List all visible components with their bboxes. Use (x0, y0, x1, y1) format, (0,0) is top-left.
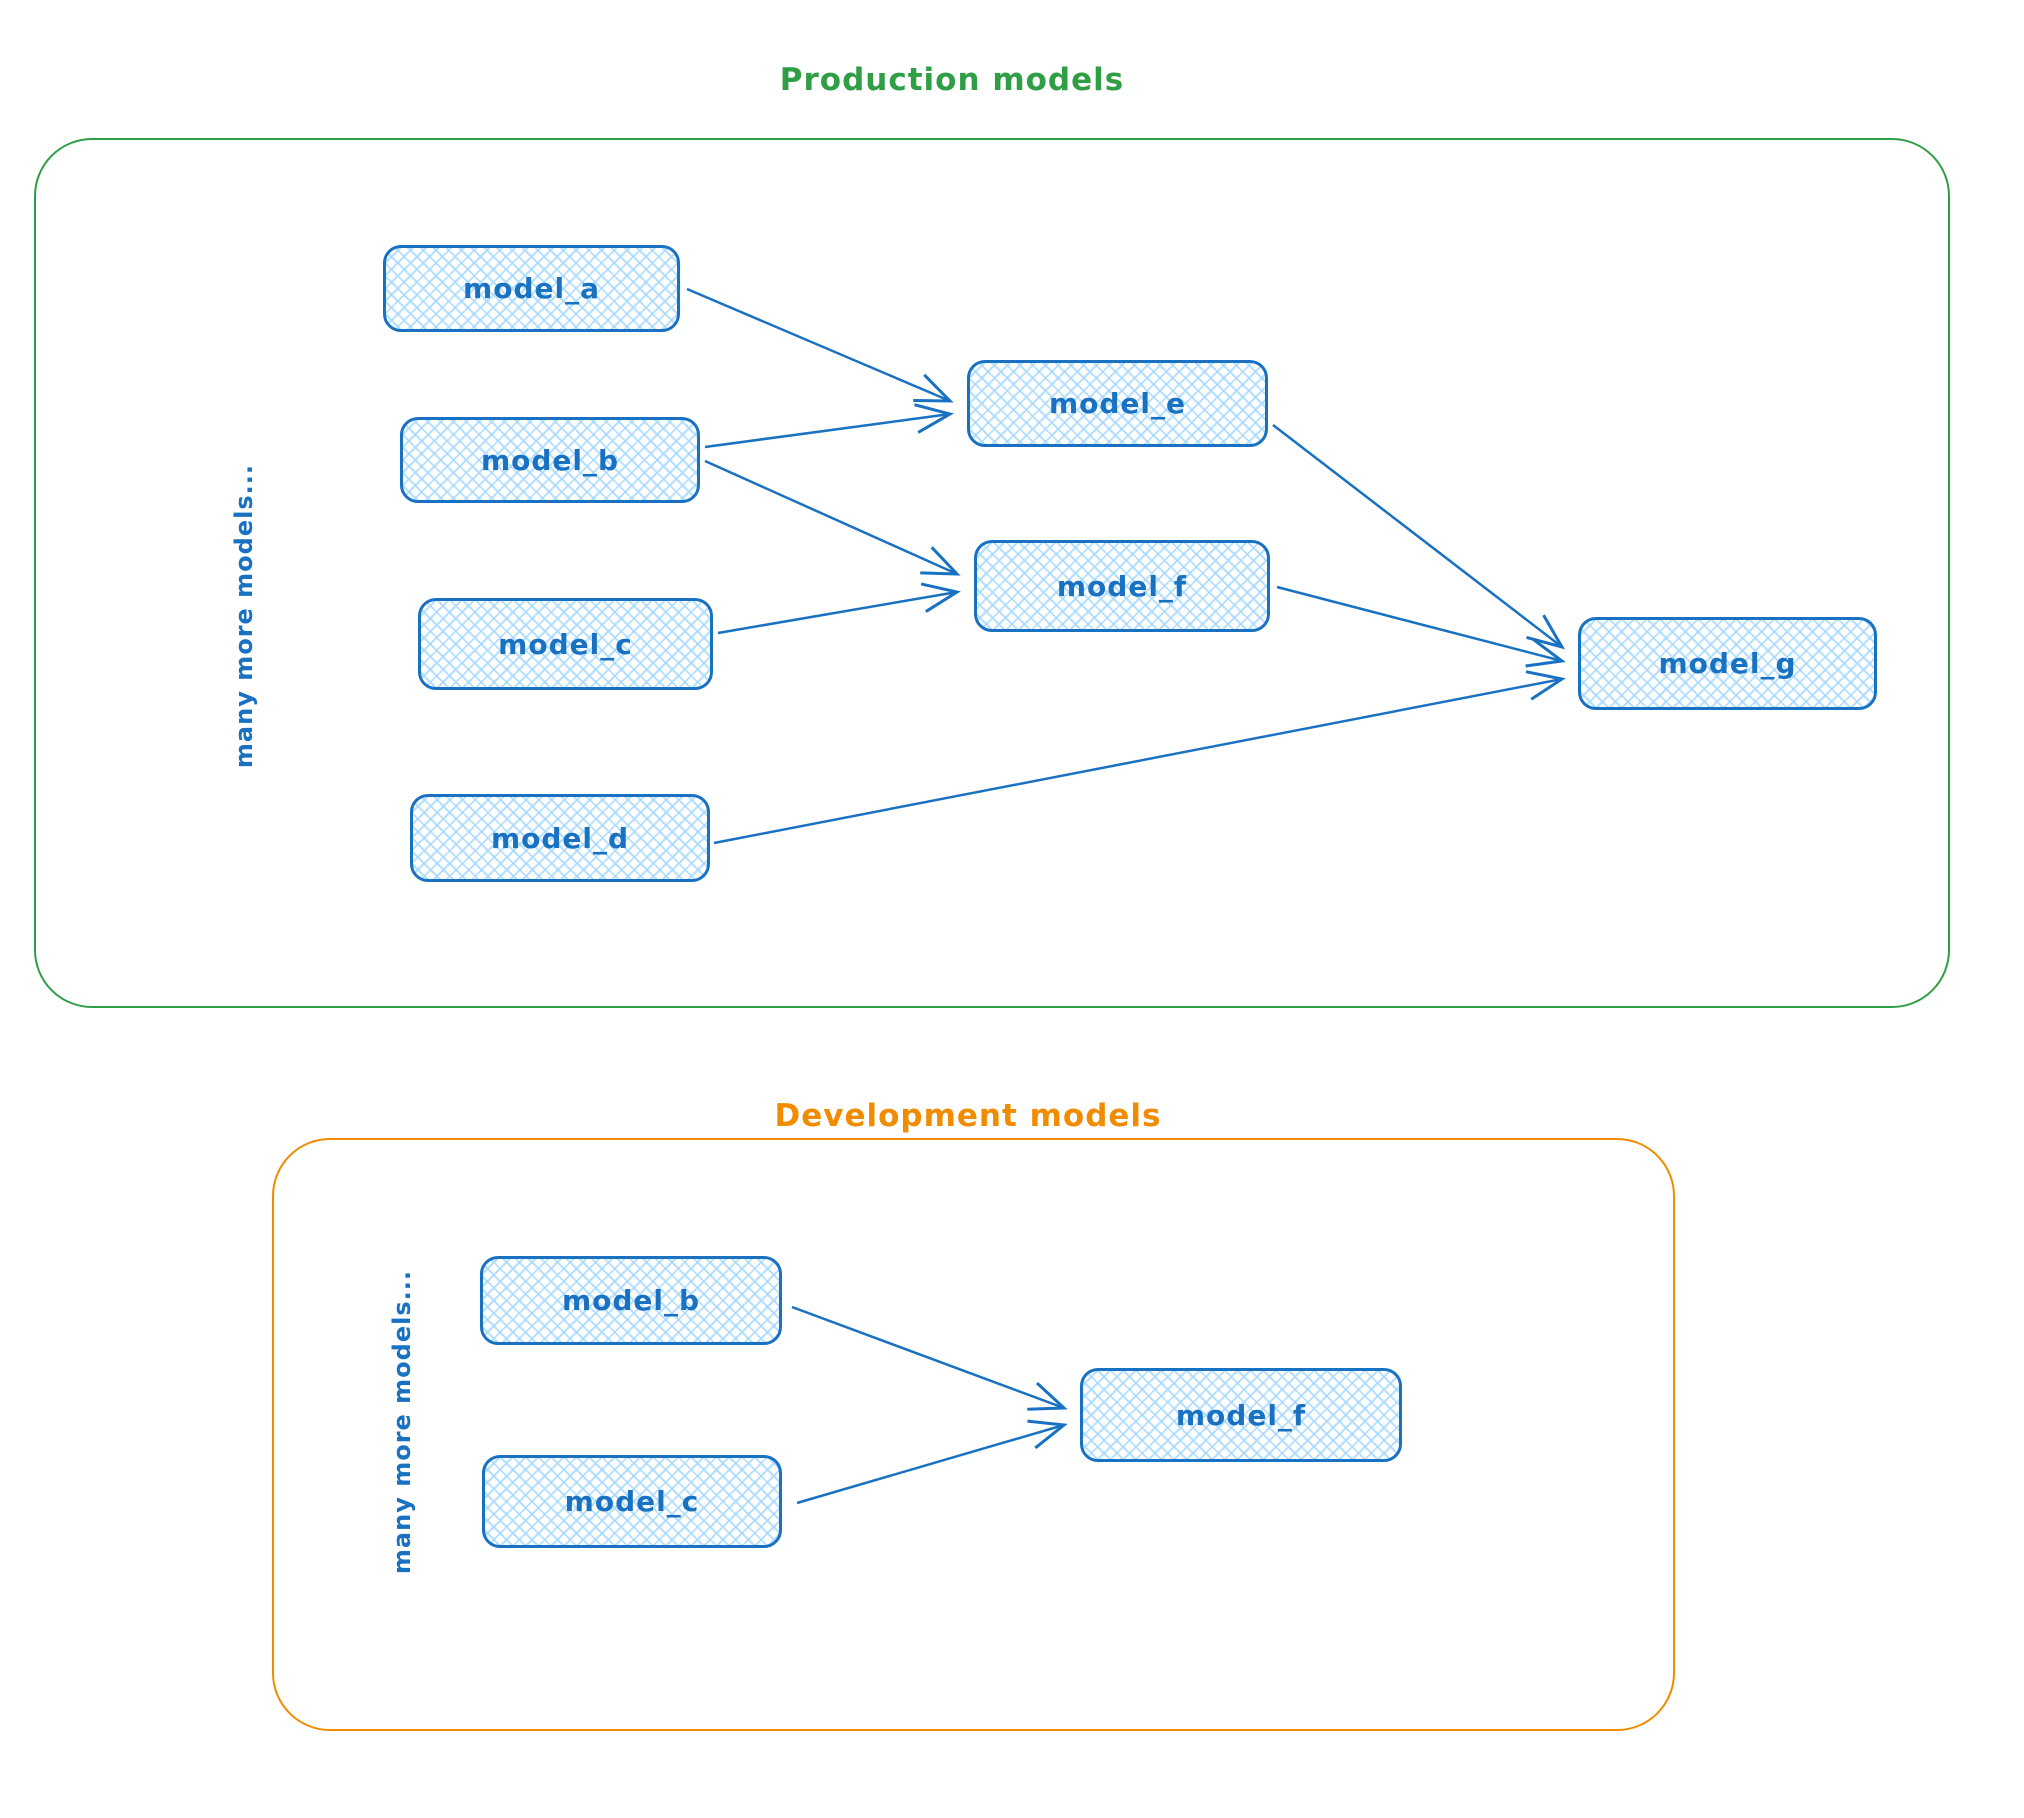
node-model_d[interactable]: model_d (410, 794, 710, 882)
node-model_b[interactable]: model_b (400, 417, 700, 503)
production-side-label: many more models... (230, 464, 258, 769)
production-section-title: Production models (779, 62, 1125, 98)
node-model_g[interactable]: model_g (1578, 617, 1877, 710)
development-side-label: many more models... (388, 1269, 416, 1575)
node-model_e[interactable]: model_e (967, 360, 1268, 447)
development-section-title: Development models (774, 1098, 1162, 1134)
node-model_c[interactable]: model_c (418, 598, 713, 690)
node-dev-model_c[interactable]: model_c (482, 1455, 782, 1548)
node-dev-model_b[interactable]: model_b (480, 1256, 782, 1345)
node-model_a[interactable]: model_a (383, 245, 680, 332)
development-section-frame (272, 1138, 1675, 1731)
node-model_f[interactable]: model_f (974, 540, 1270, 632)
production-section-frame (34, 138, 1950, 1008)
node-dev-model_f[interactable]: model_f (1080, 1368, 1402, 1462)
